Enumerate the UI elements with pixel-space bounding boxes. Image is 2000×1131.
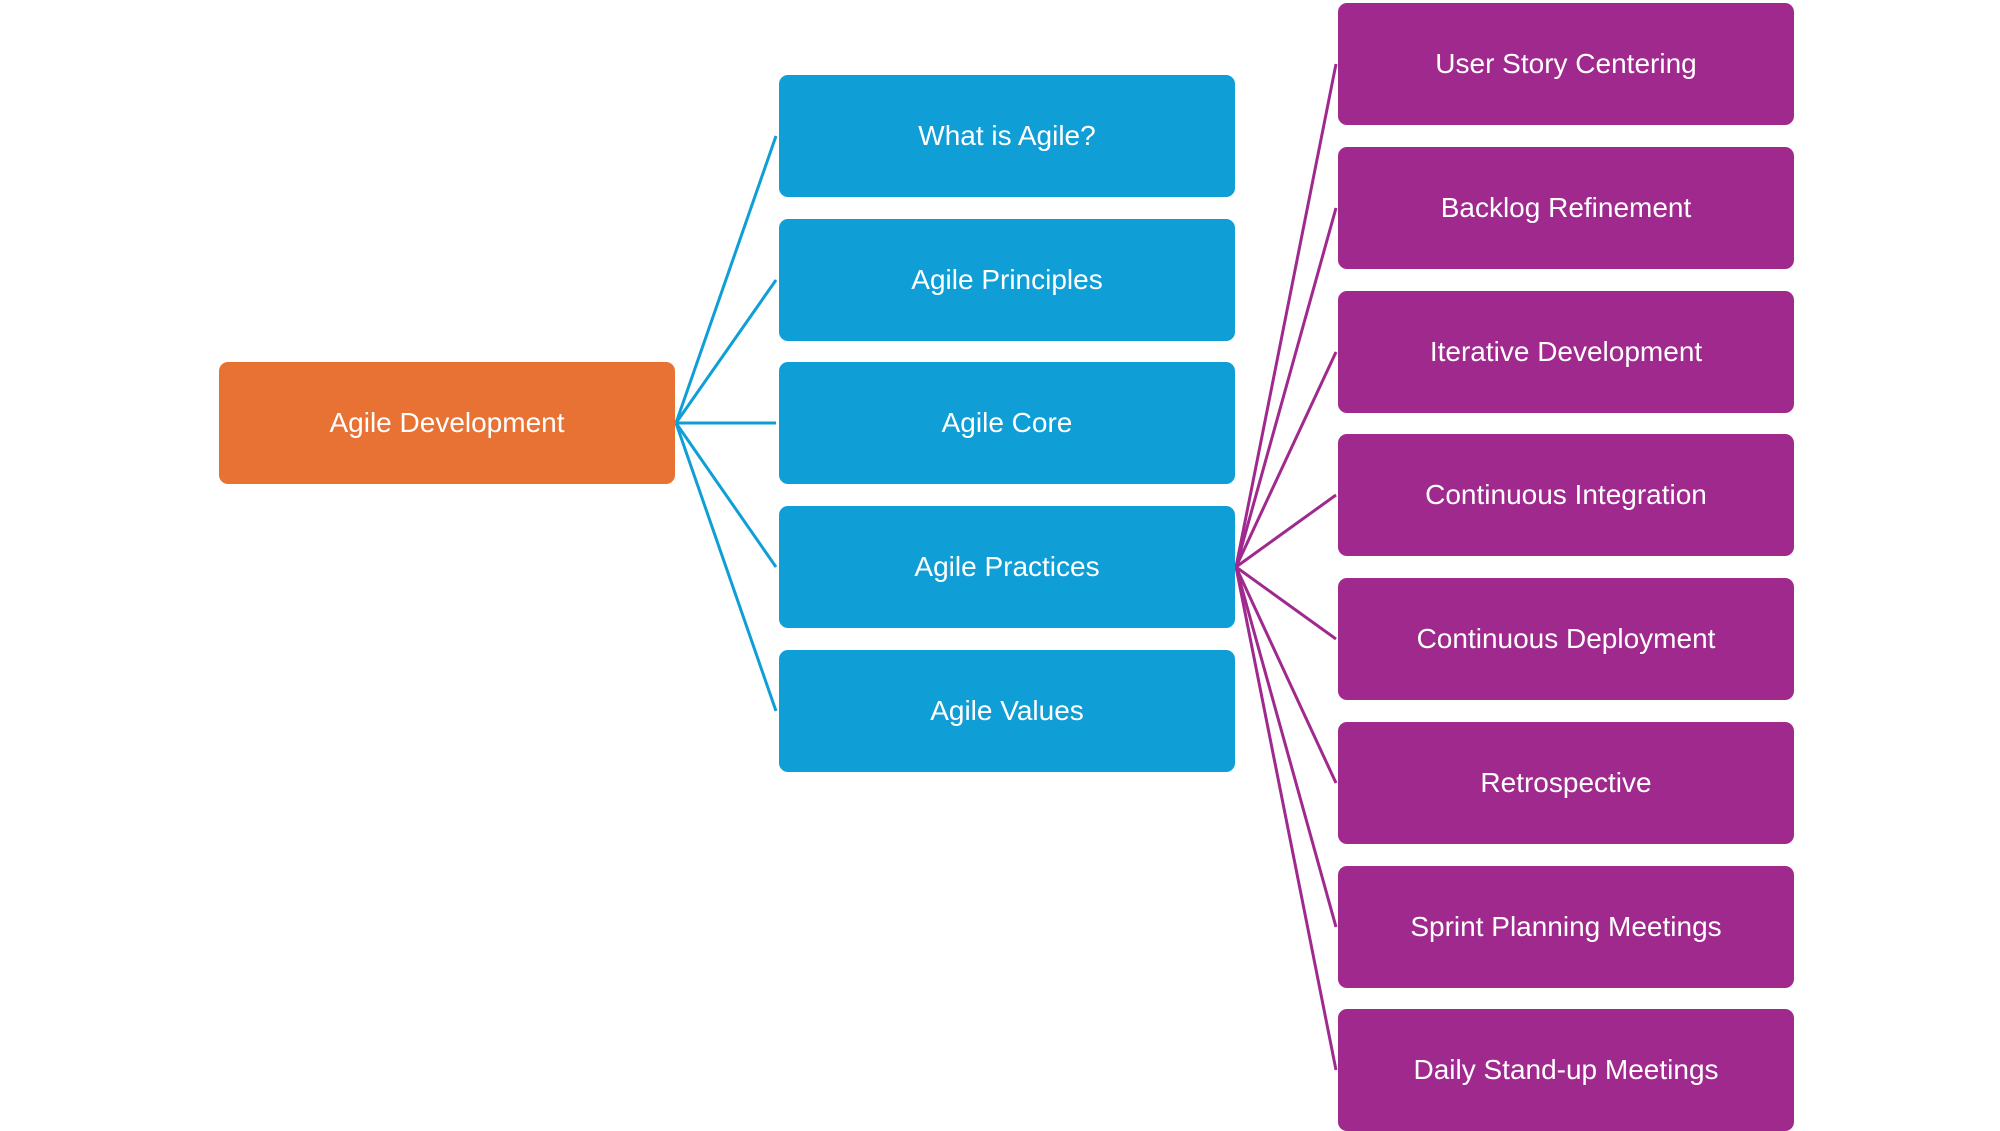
connector-practices-to-leaf-4 xyxy=(1235,565,1337,641)
connector-practices-to-leaf-1 xyxy=(1234,207,1338,568)
practice-node-label: Sprint Planning Meetings xyxy=(1410,911,1722,942)
connector-practices-to-leaf-6 xyxy=(1234,566,1338,928)
topic-node-label: Agile Principles xyxy=(911,264,1103,295)
practice-node-retrospective[interactable]: Retrospective xyxy=(1338,722,1794,844)
practice-node-user-story-centering[interactable]: User Story Centering xyxy=(1338,3,1794,125)
connector-practices-to-leaf-7 xyxy=(1234,566,1338,1071)
practice-node-backlog-refinement[interactable]: Backlog Refinement xyxy=(1338,147,1794,269)
connector-root-to-topic-0 xyxy=(674,135,778,424)
topic-node-label: Agile Values xyxy=(930,695,1084,726)
topic-node-label: Agile Practices xyxy=(914,551,1100,582)
practice-node-label: User Story Centering xyxy=(1435,48,1697,79)
topic-node-what-is-agile[interactable]: What is Agile? xyxy=(779,75,1235,197)
practice-node-label: Continuous Integration xyxy=(1425,479,1707,510)
connector-root-to-topic-1 xyxy=(674,279,778,424)
connector-practices-to-leaf-2 xyxy=(1234,351,1338,568)
connector-practices-to-leaf-0 xyxy=(1234,63,1338,568)
topic-node-agile-principles[interactable]: Agile Principles xyxy=(779,219,1235,341)
practice-node-label: Backlog Refinement xyxy=(1440,192,1692,223)
connector-practices-to-leaf-5 xyxy=(1234,566,1338,784)
root-node-agile-development[interactable]: Agile Development xyxy=(219,362,675,484)
practice-node-continuous-deployment[interactable]: Continuous Deployment xyxy=(1338,578,1794,700)
practice-node-sprint-planning-meetings[interactable]: Sprint Planning Meetings xyxy=(1338,866,1794,988)
practice-node-daily-stand-up-meetings[interactable]: Daily Stand-up Meetings xyxy=(1338,1009,1794,1131)
connector-practices-to-leaf-3 xyxy=(1235,493,1337,569)
topic-node-label: What is Agile? xyxy=(918,120,1096,151)
topic-node-label: Agile Core xyxy=(941,407,1073,438)
topic-node-agile-values[interactable]: Agile Values xyxy=(779,650,1235,772)
connector-root-to-topic-3 xyxy=(674,422,778,568)
root-node-label: Agile Development xyxy=(329,407,565,438)
practice-node-continuous-integration[interactable]: Continuous Integration xyxy=(1338,434,1794,556)
topic-node-agile-core[interactable]: Agile Core xyxy=(779,362,1235,484)
practice-node-iterative-development[interactable]: Iterative Development xyxy=(1338,291,1794,413)
practice-node-label: Continuous Deployment xyxy=(1416,623,1716,654)
practice-node-label: Retrospective xyxy=(1480,767,1652,798)
topic-node-agile-practices[interactable]: Agile Practices xyxy=(779,506,1235,628)
practice-node-label: Daily Stand-up Meetings xyxy=(1413,1054,1719,1085)
practice-node-label: Iterative Development xyxy=(1429,336,1703,367)
connector-root-to-topic-4 xyxy=(674,422,778,712)
